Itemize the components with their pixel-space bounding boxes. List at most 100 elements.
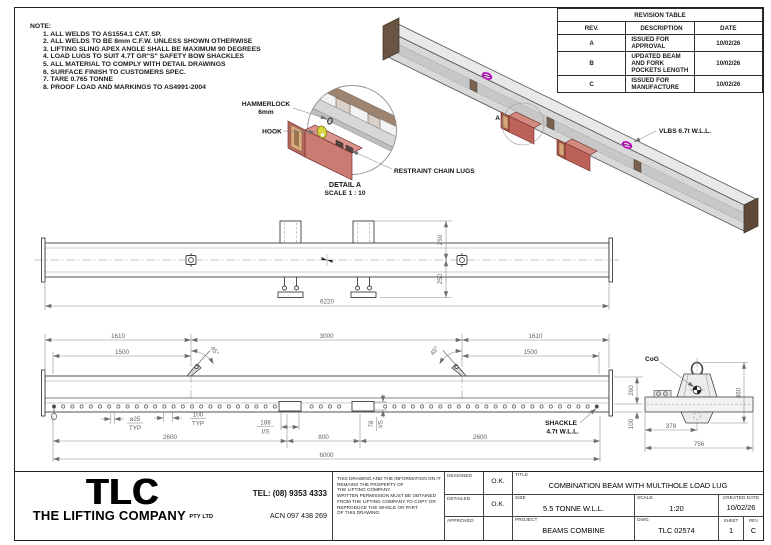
approved-row: APPROVED [445,517,512,540]
description-col-header: DESCRIPTION [625,21,695,35]
sheet-border: TLC THE LIFTING COMPANY PTY LTD TEL: (08… [14,7,764,541]
contact-info: TEL: (08) 9353 4333 ACN 097 438 269 [231,472,332,540]
dwg-number: TLC 02574 [658,526,695,535]
shackle-label-2: 4.7t W.L.L. [546,429,579,436]
dim-460: 460 [736,387,743,398]
plan-lug-symbol-left [185,253,197,267]
detail-scale: SCALE 1 : 10 [324,190,365,197]
company-suffix: PTY LTD [189,514,214,520]
left-end-shackle [51,408,58,421]
note-item: 8. PROOF LOAD AND MARKINGS TO AS4991-200… [43,83,206,91]
project-label: PROJECT [515,518,538,523]
approved-value [483,517,512,540]
size-label: SIZE [515,496,526,501]
note-item: 3. LIFTING SLING APEX ANGLE SHALL BE MAX… [43,45,261,53]
rev-cell: REV C [743,517,763,540]
drawing-title: COMBINATION BEAM WITH MULTIHOLE LOAD LUG [548,481,728,490]
drawing-info-block: TITLE COMBINATION BEAM WITH MULTIHOLE LO… [512,472,763,540]
lifting-lug-right [439,348,467,402]
phone-number: TEL: (08) 9353 4333 [252,489,327,498]
lifting-lug-left [186,348,214,402]
detailed-label: DETAILED [447,496,471,502]
project-value: BEAMS COMBINE [542,526,605,535]
dim-pocket-width: 188 [260,420,271,427]
note-item: 7. TARE 0.765 TONNE [43,76,114,84]
detail-a-marker: A [495,115,500,122]
title-row: TITLE COMBINATION BEAM WITH MULTIHOLE LO… [513,472,763,495]
dim-hole-dia-typ: TYP [129,425,141,432]
dim-100: 100 [628,418,635,429]
dim-2600-left: 2600 [163,434,178,441]
revision-table-title: REVISION TABLE [557,8,763,22]
created-date-label: CREATED DATE [722,496,760,501]
elevation-view: 45° 45° 1610 3000 1610 [41,333,643,462]
dim-3000: 3000 [319,333,334,340]
dwg-cell: DWG TLC 02574 [634,517,718,540]
hook-label: HOOK [262,129,282,136]
fork-pocket-1 [500,111,542,145]
scale-label: SCALE [637,496,653,501]
company-logo: TLC THE LIFTING COMPANY PTY LTD [15,472,231,540]
cog-symbol [689,385,705,395]
notes-block: NOTE: 1. ALL WELDS TO AS1554.1 CAT. SP. … [30,23,261,91]
dim-pocket-width-is: I/S [262,429,270,436]
sheet-label: SHEET [723,518,739,523]
designed-row: DESIGNED O.K. [445,472,512,495]
approved-label: APPROVED [447,519,474,525]
plan-fork-pockets [277,220,377,298]
multihole-row [52,404,599,409]
detailed-row: DETAILED O.K. [445,494,512,518]
logo-text: TLC [86,471,160,512]
designed-value: O.K. [483,472,512,494]
beam-end-caps [382,17,759,234]
dim-hole-dia: ⌀25 [130,416,141,423]
elev-fork-pocket-1 [278,401,302,412]
elev-fork-pocket-2 [351,401,375,412]
detail-caption: DETAIL A [329,180,361,189]
hammerlock-size-label: 6mm [258,109,274,116]
scale-value: 1:20 [669,504,684,513]
dim-378: 378 [666,423,677,430]
detail-a-view: HAMMERLOCK 6mm HOOK RESTRAINT CHAIN LUGS… [242,85,475,197]
dwg-label: DWG [637,518,649,523]
notes-heading: NOTE: [30,23,52,30]
dim-1610-right: 1610 [528,333,543,340]
detail-a-boundary-circle [501,102,545,146]
end-restraint-lug [653,390,672,398]
dim-6220: 6220 [320,299,335,306]
note-item: 6. SURFACE FINISH TO CUSTOMERS SPEC. [43,68,186,76]
sheet-cell: SHEET 1 [718,517,743,540]
title-block: TLC THE LIFTING COMPANY PTY LTD TEL: (08… [15,471,763,540]
rev-label: REV [748,518,759,523]
shackle-label-1: SHACKLE [545,420,577,427]
dim-250-bottom: 250 [437,273,444,284]
hammerlock-label: HAMMERLOCK [242,101,291,108]
sheet-number: 1 [728,526,734,535]
size-scale-row: SIZE 5.5 TONNE W.L.L. SCALE 1:20 CREATED… [513,495,763,517]
rev-col-header: REV. [556,21,627,35]
scale-cell: SCALE 1:20 [634,495,718,516]
designed-label: DESIGNED [447,474,473,479]
isometric-view: A VLBS 6.7t W.L.L. [382,17,759,234]
dim-250-top: 250 [437,234,444,245]
plan-center-mark [320,254,334,266]
detailed-value: O.K. [483,494,512,517]
dim-hole-pitch: 100 [193,412,204,419]
revision-row: C ISSUED FOR MANUFACTURE 10/02/26 [556,75,764,93]
detail-hook [316,125,328,139]
copyright-notice: THIS DRAWING AND THE INFORMATION ON IT R… [332,472,444,540]
dim-2600-right: 2600 [473,434,488,441]
dim-756: 756 [694,441,705,448]
dim-hole-pitch-typ: TYP [192,421,204,428]
dim-1610-left: 1610 [111,333,126,340]
project-row: PROJECT BEAMS COMBINE DWG TLC 02574 SHEE… [513,517,763,540]
plan-view: 250 250 6220 [34,220,622,310]
restraint-label: RESTRAINT CHAIN LUGS [394,168,475,175]
note-item: 1. ALL WELDS TO AS1554.1 CAT. SP. [43,30,162,38]
note-item: 2. ALL WELDS TO BE 8mm C.F.W. UNLESS SHO… [43,38,253,46]
revision-row: B UPDATED BEAM AND FORK POCKETS LENGTH 1… [556,51,764,76]
end-view: CoG 378 756 460 [644,356,754,452]
dim-1500-right: 1500 [523,349,538,356]
revision-table: REVISION TABLE REV. DESCRIPTION DATE A I… [556,8,764,93]
